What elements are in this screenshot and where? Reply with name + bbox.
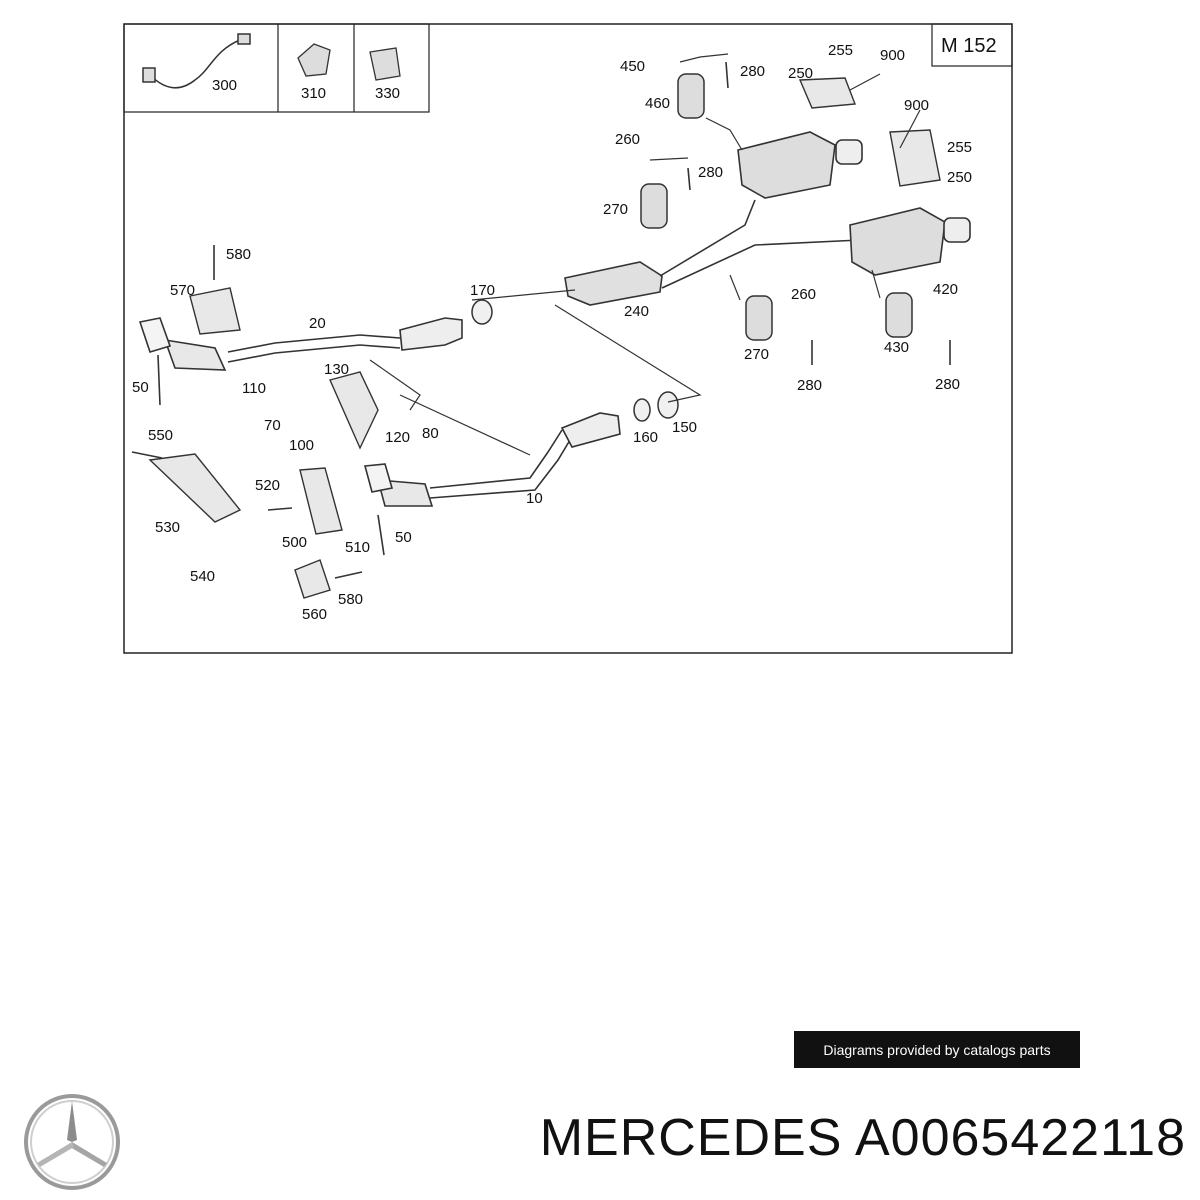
callout-310: 310 xyxy=(301,85,326,102)
callout-260: 260 xyxy=(615,131,640,148)
model-code-box xyxy=(931,23,1013,67)
callout-280: 280 xyxy=(740,63,765,80)
callout-460: 460 xyxy=(645,95,670,112)
callout-280: 280 xyxy=(698,164,723,181)
catalytic-converter-right xyxy=(363,463,434,507)
callout-150: 150 xyxy=(672,419,697,436)
callout-260: 260 xyxy=(791,286,816,303)
callout-10: 10 xyxy=(526,490,543,507)
oxygen-sensor-illustration xyxy=(142,33,251,89)
rear-muffler-lower xyxy=(849,207,971,276)
callout-250: 250 xyxy=(788,65,813,82)
callout-550: 550 xyxy=(148,427,173,444)
callout-50: 50 xyxy=(132,379,149,396)
callout-20: 20 xyxy=(309,315,326,332)
callout-130: 130 xyxy=(324,361,349,378)
rubber-hangers xyxy=(640,73,913,341)
pipe-clamps xyxy=(471,299,679,422)
catalytic-converter-left xyxy=(138,317,227,371)
callout-100: 100 xyxy=(289,437,314,454)
callout-510: 510 xyxy=(345,539,370,556)
callout-300: 300 xyxy=(212,77,237,94)
callout-80: 80 xyxy=(422,425,439,442)
callout-170: 170 xyxy=(470,282,495,299)
callout-255: 255 xyxy=(828,42,853,59)
callout-330: 330 xyxy=(375,85,400,102)
callout-500: 500 xyxy=(282,534,307,551)
callout-120: 120 xyxy=(385,429,410,446)
callout-270: 270 xyxy=(744,346,769,363)
diagram-frame xyxy=(123,23,1013,654)
callout-70: 70 xyxy=(264,417,281,434)
callout-255: 255 xyxy=(947,139,972,156)
clip-illustration xyxy=(297,43,401,81)
leader-lines xyxy=(369,53,921,456)
callout-430: 430 xyxy=(884,339,909,356)
front-pipe-10 xyxy=(429,412,621,499)
callout-560: 560 xyxy=(302,606,327,623)
part-number-heading: MERCEDES A0065422118 xyxy=(539,1109,1186,1167)
callout-270: 270 xyxy=(603,201,628,218)
mercedes-star-icon xyxy=(24,1094,120,1190)
bolts xyxy=(131,61,951,579)
callout-520: 520 xyxy=(255,477,280,494)
part-callouts: 300 310 330 450 460 280 255 900 250 900 … xyxy=(132,42,972,623)
diagram-credit: Diagrams provided by catalogs parts xyxy=(794,1031,1080,1068)
callout-50: 50 xyxy=(395,529,412,546)
callout-530: 530 xyxy=(155,519,180,536)
callout-570: 570 xyxy=(170,282,195,299)
inset-part-boxes xyxy=(123,23,430,113)
callout-450: 450 xyxy=(620,58,645,75)
callout-280: 280 xyxy=(797,377,822,394)
callout-240: 240 xyxy=(624,303,649,320)
callout-110: 110 xyxy=(242,380,266,397)
callout-900: 900 xyxy=(880,47,905,64)
callout-580: 580 xyxy=(338,591,363,608)
front-pipe-20 xyxy=(227,317,463,363)
center-muffler-240 xyxy=(564,199,861,306)
model-code: M 152 xyxy=(941,35,997,57)
callout-900: 900 xyxy=(904,97,929,114)
callout-580: 580 xyxy=(226,246,251,263)
callout-420: 420 xyxy=(933,281,958,298)
callout-160: 160 xyxy=(633,429,658,446)
rear-muffler-upper xyxy=(737,131,863,199)
callout-540: 540 xyxy=(190,568,215,585)
callout-280: 280 xyxy=(935,376,960,393)
callout-250: 250 xyxy=(947,169,972,186)
